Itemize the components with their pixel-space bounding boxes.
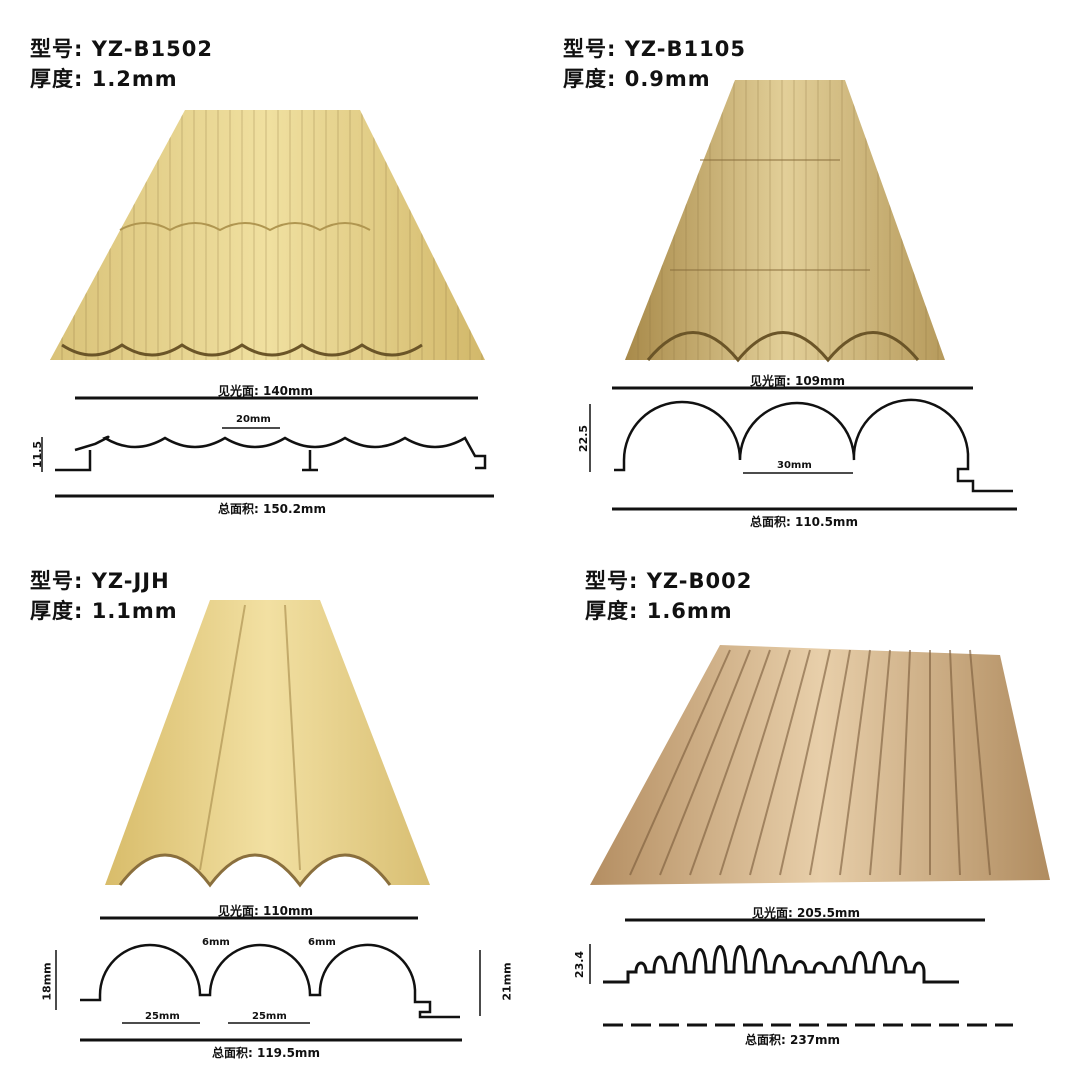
height-dim-right: 21mm	[500, 962, 514, 1001]
panel-image-yz-b1105	[625, 80, 945, 363]
thickness-label: 厚度: 1.1mm	[30, 599, 178, 623]
model-label: 型号: YZ-JJH	[30, 569, 170, 593]
gap-dim: 6mm	[202, 937, 230, 948]
height-dim: 22.5	[577, 424, 591, 453]
product-info-yz-b1105: 型号: YZ-B1105 厚度: 0.9mm	[563, 34, 746, 94]
panel-image-yz-jjh	[105, 600, 430, 888]
total-face-dim: 总面积: 110.5mm	[750, 515, 858, 529]
profile-drawing-yz-b002	[589, 918, 1013, 1027]
product-info-yz-b002: 型号: YZ-B002 厚度: 1.6mm	[585, 566, 752, 626]
total-face-dim: 总面积: 237mm	[745, 1033, 841, 1047]
product-info-yz-b1502: 型号: YZ-B1502 厚度: 1.2mm	[30, 34, 213, 94]
total-face-dim: 总面积: 150.2mm	[218, 502, 326, 516]
thickness-label: 厚度: 1.6mm	[585, 599, 733, 623]
model-label: 型号: YZ-B002	[585, 569, 753, 593]
width-dim: 25mm	[145, 1011, 180, 1022]
model-label: 型号: YZ-B1502	[30, 37, 213, 61]
height-dim: 23.4	[573, 950, 587, 979]
width-dim: 25mm	[252, 1011, 287, 1022]
visible-face-dim: 见光面: 205.5mm	[752, 906, 860, 920]
total-face-dim: 总面积: 119.5mm	[212, 1046, 320, 1060]
model-label: 型号: YZ-B1105	[563, 37, 746, 61]
profile-drawing-yz-b1105	[589, 386, 1017, 511]
visible-face-dim: 见光面: 109mm	[750, 374, 846, 388]
panel-image-yz-b002	[590, 645, 1050, 885]
product-info-yz-jjh: 型号: YZ-JJH 厚度: 1.1mm	[30, 566, 178, 626]
thickness-label: 厚度: 1.2mm	[30, 67, 178, 91]
profile-drawing-yz-b1502	[41, 396, 494, 498]
thickness-label: 厚度: 0.9mm	[563, 67, 711, 91]
gap-dim: 6mm	[308, 937, 336, 948]
height-dim: 11.5	[31, 440, 45, 469]
pitch-dim: 30mm	[777, 460, 812, 471]
pitch-dim: 20mm	[236, 414, 271, 425]
height-dim: 18mm	[40, 962, 54, 1001]
visible-face-dim: 见光面: 140mm	[218, 384, 314, 398]
panel-image-yz-b1502	[50, 110, 485, 360]
profile-drawing-yz-jjh	[55, 916, 481, 1042]
visible-face-dim: 见光面: 110mm	[218, 904, 314, 918]
